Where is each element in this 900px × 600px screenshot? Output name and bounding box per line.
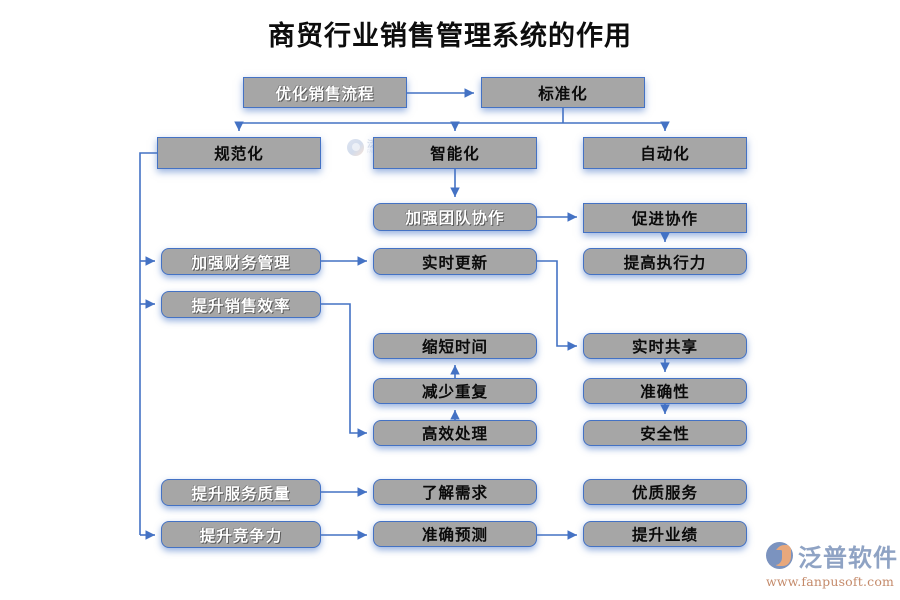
node-优化销售流程[interactable]: 优化销售流程: [243, 77, 407, 108]
node-缩短时间[interactable]: 缩短时间: [373, 333, 537, 359]
node-优质服务[interactable]: 优质服务: [583, 479, 747, 505]
edge-n3-trunk: [139, 152, 157, 535]
node-智能化[interactable]: 智能化: [373, 137, 537, 169]
node-准确性[interactable]: 准确性: [583, 378, 747, 404]
brand-name: 泛普软件: [798, 544, 898, 572]
watermark-mark-icon: [347, 139, 364, 156]
node-提高执行力[interactable]: 提高执行力: [583, 248, 747, 275]
node-了解需求[interactable]: 了解需求: [373, 479, 537, 505]
brand-logo: 泛普软件 www.fanpusoft.com: [766, 538, 898, 589]
node-高效处理[interactable]: 高效处理: [373, 420, 537, 446]
node-规范化[interactable]: 规范化: [157, 137, 321, 169]
edge-n11-n16: [321, 303, 367, 438]
node-准确预测[interactable]: 准确预测: [373, 521, 537, 547]
node-促进协作[interactable]: 促进协作: [583, 203, 747, 233]
brand-mark-icon: [766, 542, 793, 569]
node-实时更新[interactable]: 实时更新: [373, 248, 537, 275]
node-标准化[interactable]: 标准化: [481, 77, 645, 108]
node-提升业绩[interactable]: 提升业绩: [583, 521, 747, 547]
edge-n9-n13: [537, 260, 577, 351]
node-实时共享[interactable]: 实时共享: [583, 333, 747, 359]
node-提升服务质量[interactable]: 提升服务质量: [161, 479, 321, 506]
node-提升销售效率[interactable]: 提升销售效率: [161, 291, 321, 318]
page-title: 商贸行业销售管理系统的作用: [268, 21, 632, 52]
node-加强财务管理[interactable]: 加强财务管理: [161, 248, 321, 275]
node-提升竞争力[interactable]: 提升竞争力: [161, 521, 321, 548]
node-安全性[interactable]: 安全性: [583, 420, 747, 446]
brand-url: www.fanpusoft.com: [766, 574, 895, 589]
node-加强团队协作[interactable]: 加强团队协作: [373, 203, 537, 231]
node-减少重复[interactable]: 减少重复: [373, 378, 537, 404]
node-自动化[interactable]: 自动化: [583, 137, 747, 169]
